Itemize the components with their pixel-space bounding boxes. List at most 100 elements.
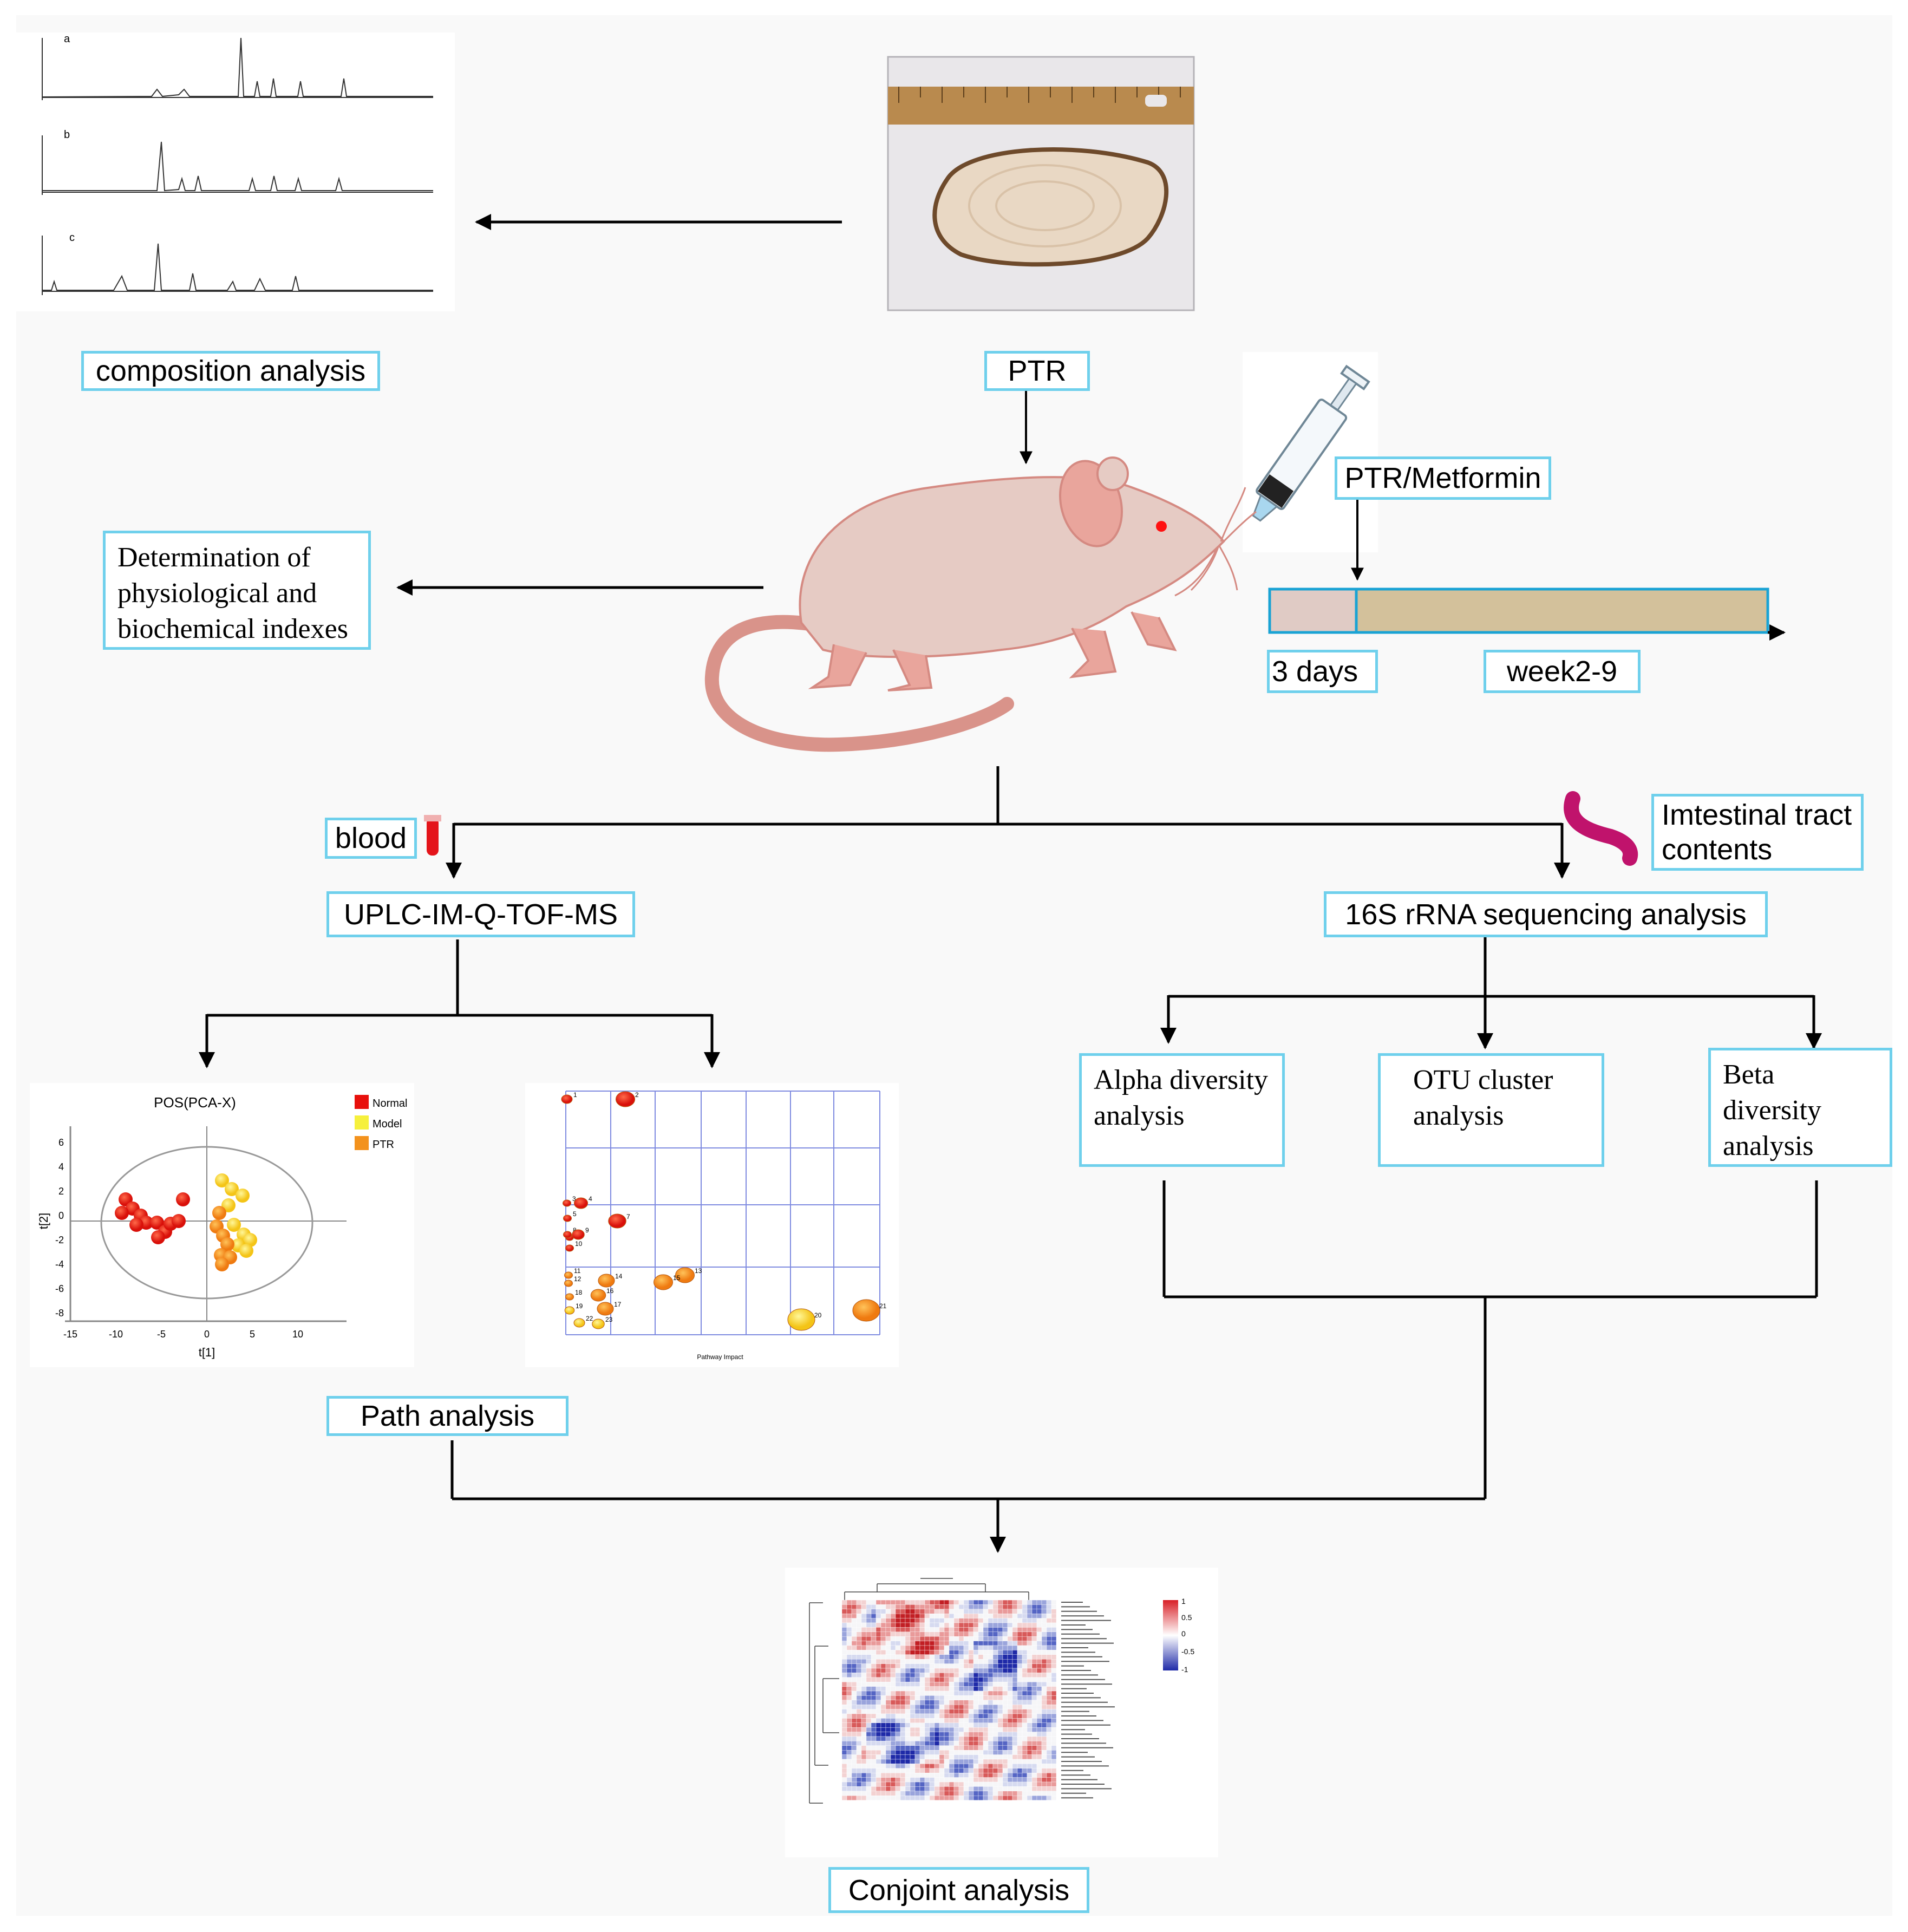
heatmap-cell bbox=[861, 1613, 867, 1618]
heatmap-cell bbox=[1046, 1713, 1052, 1719]
heatmap-cell bbox=[953, 1709, 959, 1714]
heatmap-cell bbox=[900, 1654, 906, 1660]
heatmap-cell bbox=[871, 1654, 877, 1660]
heatmap-cell bbox=[890, 1709, 896, 1714]
heatmap-cell bbox=[1012, 1745, 1018, 1751]
heatmap-cell bbox=[973, 1750, 979, 1755]
heatmap-cell bbox=[1036, 1636, 1042, 1641]
heatmap-cell bbox=[895, 1659, 901, 1664]
pathway-point-label: 15 bbox=[673, 1274, 681, 1282]
heatmap-cell bbox=[944, 1772, 950, 1778]
heatmap-cell bbox=[934, 1732, 940, 1737]
heatmap-cell bbox=[851, 1713, 857, 1719]
pca-point-normal bbox=[176, 1192, 190, 1206]
heatmap-cell bbox=[997, 1690, 1003, 1696]
heatmap-cell bbox=[934, 1641, 940, 1646]
heatmap-cell bbox=[861, 1631, 867, 1637]
heatmap-cell bbox=[910, 1764, 916, 1768]
heatmap-cell bbox=[1017, 1764, 1023, 1768]
heatmap-cell bbox=[1002, 1695, 1008, 1700]
heatmap-cell bbox=[885, 1722, 891, 1728]
heatmap-cell bbox=[924, 1750, 930, 1755]
heatmap-cell bbox=[875, 1704, 881, 1709]
heatmap-cell bbox=[900, 1754, 906, 1760]
heatmap-cell bbox=[875, 1604, 881, 1609]
heatmap-cell bbox=[851, 1795, 857, 1800]
heatmap-cell bbox=[1007, 1681, 1013, 1687]
heatmap-cell bbox=[895, 1681, 901, 1687]
heatmap-cell bbox=[968, 1777, 974, 1783]
heatmap-cell bbox=[841, 1677, 847, 1682]
heatmap-cell bbox=[856, 1668, 862, 1673]
heatmap-cell bbox=[963, 1668, 969, 1673]
heatmap-cell bbox=[841, 1681, 847, 1687]
heatmap-cell bbox=[968, 1659, 974, 1664]
heatmap-cell bbox=[983, 1764, 989, 1768]
heatmap-cell bbox=[983, 1681, 989, 1687]
heatmap-cell bbox=[856, 1759, 862, 1764]
heatmap-cell bbox=[1036, 1627, 1042, 1632]
heatmap-cell bbox=[900, 1741, 906, 1746]
heatmap-cell bbox=[841, 1759, 847, 1764]
heatmap-cell bbox=[983, 1686, 989, 1692]
heatmap-cell bbox=[1031, 1764, 1037, 1768]
heatmap-cell bbox=[875, 1718, 881, 1723]
pca-point-model bbox=[215, 1173, 229, 1187]
heatmap-cell bbox=[939, 1690, 945, 1696]
heatmap-cell bbox=[1007, 1677, 1013, 1682]
heatmap-cell bbox=[1012, 1677, 1018, 1682]
heatmap-cell bbox=[949, 1677, 955, 1682]
heatmap-cell bbox=[958, 1741, 964, 1746]
heatmap-cell bbox=[866, 1736, 872, 1741]
heatmap-cell bbox=[890, 1745, 896, 1751]
heatmap-cell bbox=[851, 1732, 857, 1737]
heatmap-cell bbox=[1031, 1727, 1037, 1732]
heatmap-cell bbox=[973, 1686, 979, 1692]
heatmap-cell bbox=[871, 1786, 877, 1791]
heatmap-cell bbox=[890, 1604, 896, 1609]
heatmap-cell bbox=[890, 1650, 896, 1655]
heatmap-cell bbox=[1051, 1636, 1057, 1641]
heatmap-cell bbox=[944, 1645, 950, 1650]
heatmap-cell bbox=[851, 1613, 857, 1618]
heatmap-cell bbox=[1031, 1732, 1037, 1737]
heatmap-cell bbox=[841, 1636, 847, 1641]
pathway-point-label: 18 bbox=[575, 1289, 583, 1296]
heatmap-cell bbox=[851, 1690, 857, 1696]
heatmap-cell bbox=[875, 1645, 881, 1650]
heatmap-cell bbox=[905, 1650, 911, 1655]
heatmap-cell bbox=[861, 1690, 867, 1696]
heatmap-cell bbox=[963, 1690, 969, 1696]
heatmap-cell bbox=[958, 1613, 964, 1618]
heatmap-cell bbox=[992, 1736, 998, 1741]
chromatogram-panel: a b c bbox=[16, 32, 455, 311]
heatmap-cell bbox=[958, 1677, 964, 1682]
pathway-point-label: 23 bbox=[605, 1316, 613, 1323]
pathway-point-label: 10 bbox=[575, 1240, 583, 1248]
heatmap-cell bbox=[983, 1754, 989, 1760]
heatmap-cell bbox=[1002, 1681, 1008, 1687]
heatmap-cell bbox=[929, 1641, 935, 1646]
heatmap-cell bbox=[968, 1722, 974, 1728]
heatmap-cell bbox=[1031, 1741, 1037, 1746]
heatmap-cell bbox=[1027, 1718, 1033, 1723]
heatmap-cell bbox=[914, 1736, 920, 1741]
heatmap-cell bbox=[890, 1700, 896, 1705]
intestinal-contents-label: Imtestinal tract contents bbox=[1651, 794, 1864, 871]
heatmap-cell bbox=[983, 1759, 989, 1764]
heatmap-cell bbox=[1022, 1659, 1028, 1664]
heatmap-cell bbox=[1002, 1713, 1008, 1719]
heatmap-cell bbox=[963, 1741, 969, 1746]
heatmap-cell bbox=[1012, 1741, 1018, 1746]
heatmap-cell bbox=[1051, 1795, 1057, 1800]
heatmap-cell bbox=[914, 1745, 920, 1751]
heatmap-cell bbox=[900, 1604, 906, 1609]
heatmap-cell bbox=[939, 1600, 945, 1605]
heatmap-cell bbox=[1041, 1741, 1047, 1746]
heatmap-cell bbox=[841, 1736, 847, 1741]
heatmap-cell bbox=[1027, 1750, 1033, 1755]
heatmap-cell bbox=[997, 1786, 1003, 1791]
pathway-impact-plot: 1234567891011121314151617181920212223 Pa… bbox=[525, 1083, 899, 1367]
heatmap-cell bbox=[924, 1759, 930, 1764]
